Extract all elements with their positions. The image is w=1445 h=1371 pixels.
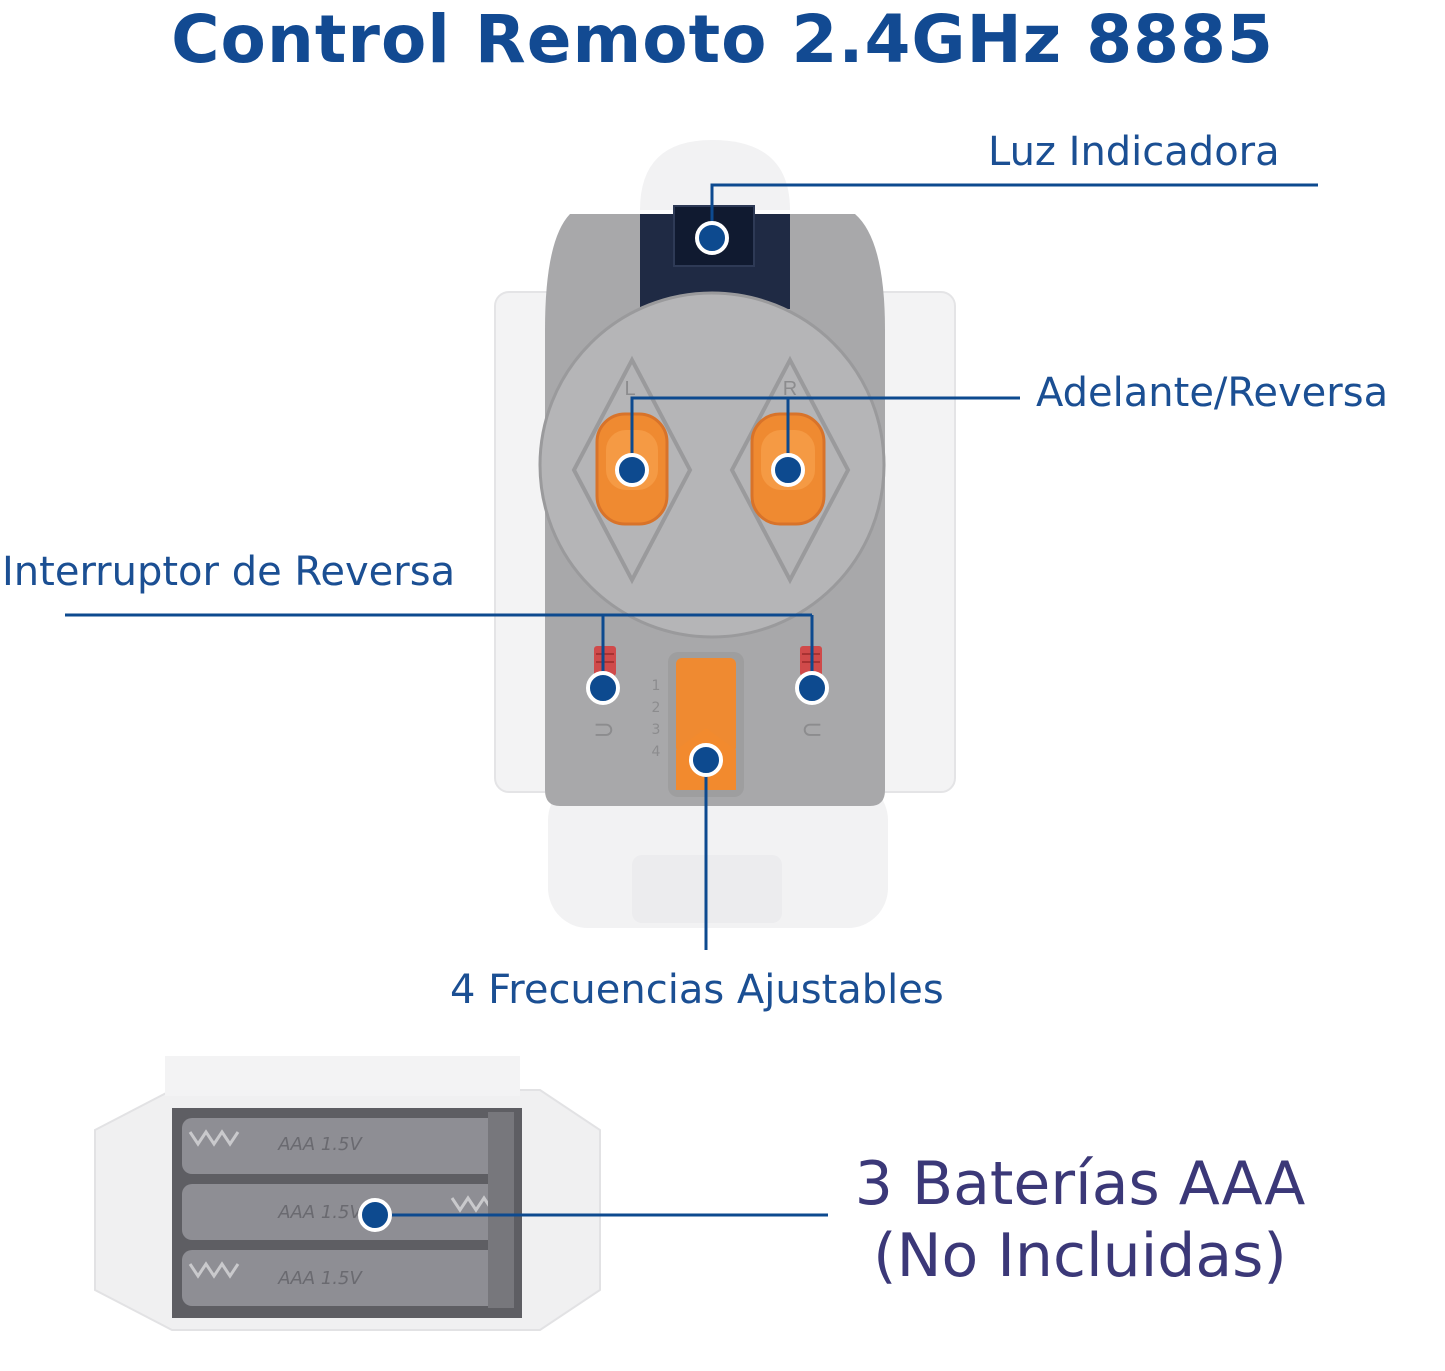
leader-lines [65,183,1318,1217]
svg-text:⊃: ⊃ [593,715,615,745]
right-letter: R [783,378,797,400]
battery-slot-3 [182,1250,512,1306]
indicator-dot [695,221,729,255]
battery-label-2: AAA 1.5V [277,1202,363,1223]
callout-reverse-switch: Interruptor de Reversa [2,549,456,595]
battery-label-3: AAA 1.5V [277,1268,363,1289]
leader-dots [358,221,829,1232]
freq-number-2: 2 [652,700,661,716]
right-switch-dot [795,671,829,705]
left-switch-dot [586,671,620,705]
page-title: Control Remoto 2.4GHz 8885 [171,1,1274,78]
freq-number-1: 1 [652,678,661,694]
remote-control: L R ⊃ ⊂ 1 2 3 [494,140,956,928]
battery-holder: AAA 1.5V AAA 1.5V AAA 1.5V [94,1056,601,1331]
battery-dot [358,1198,392,1232]
callout-indicator-light: Luz Indicadora [988,129,1280,175]
left-reverse-switch[interactable]: ⊃ [593,646,616,745]
battery-slot-1 [182,1118,512,1174]
battery-slot-2 [182,1184,512,1240]
joystick-dial [538,291,886,639]
freq-number-3: 3 [652,722,661,738]
left-lever-dot [615,453,649,487]
svg-text:⊂: ⊂ [801,715,823,745]
callout-forward-reverse: Adelante/Reversa [1036,370,1389,416]
batteries-line-2: (No Incluidas) [873,1221,1287,1291]
callout-batteries: 3 Baterías AAA (No Incluidas) [820,1148,1340,1292]
left-letter: L [624,378,635,400]
batteries-line-1: 3 Baterías AAA [854,1149,1306,1219]
right-lever-dot [771,453,805,487]
slider-dot [689,743,723,777]
callout-frequencies: 4 Frecuencias Ajustables [450,967,944,1013]
freq-number-4: 4 [652,744,661,760]
battery-label-1: AAA 1.5V [277,1134,363,1155]
